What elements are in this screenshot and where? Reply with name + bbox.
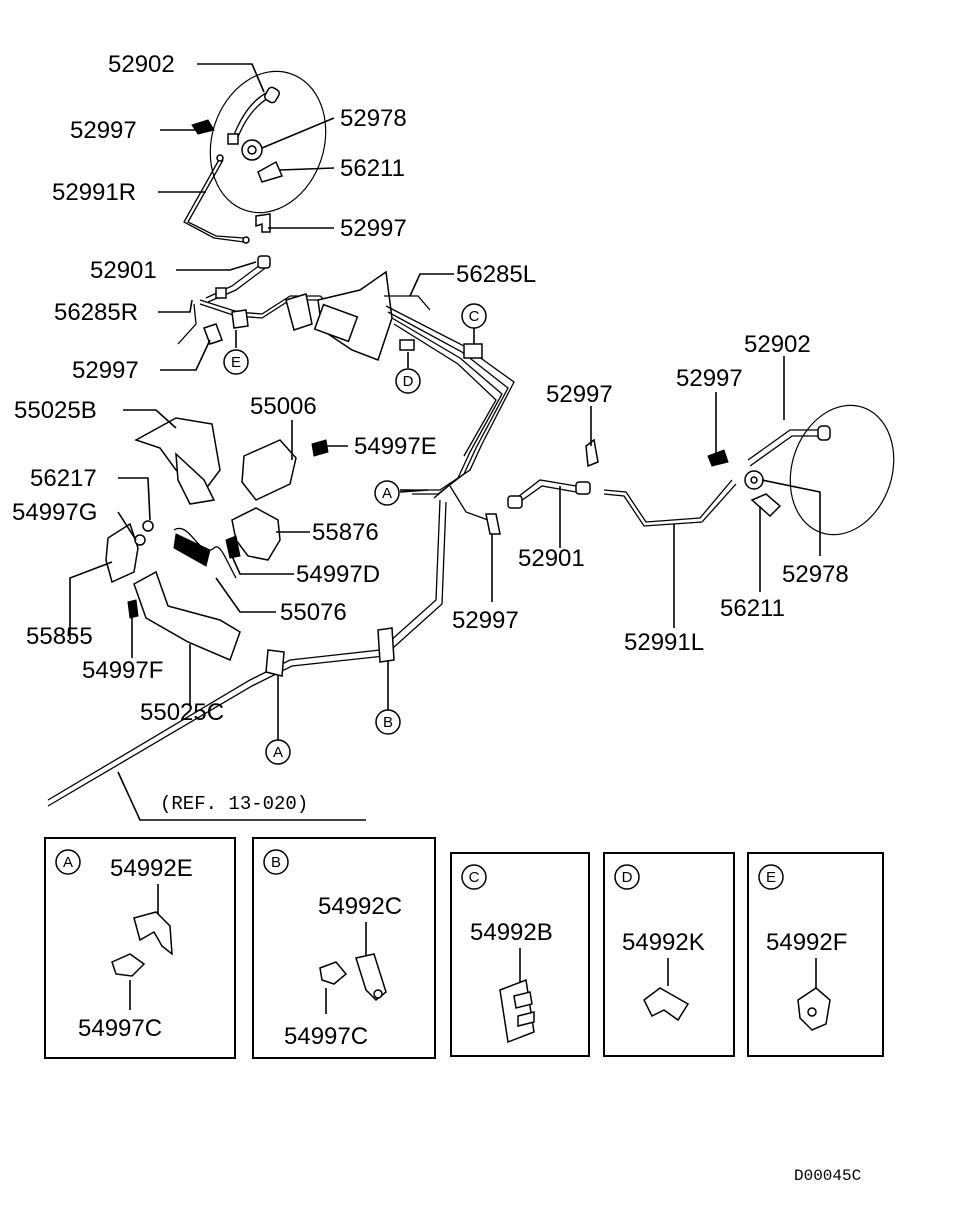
- callout-56217: 56217: [30, 465, 97, 492]
- upper-left-clip-52997: [585, 438, 599, 468]
- right-brake-disc-outline: [209, 70, 327, 214]
- pedal-plate-55025C: [133, 570, 241, 662]
- bolt-54997E: [311, 439, 329, 457]
- callout-56285R: 56285R: [54, 299, 138, 326]
- callout-52991L: 52991L: [624, 629, 704, 656]
- clip-e-part: [231, 309, 249, 329]
- detail-panel-c: C 54992B: [450, 852, 590, 1057]
- callout-56211-left: 56211: [720, 595, 785, 622]
- reference-note: (REF. 13-020): [160, 793, 308, 815]
- callout-55076: 55076: [280, 599, 347, 626]
- detail-panel-a: A 54992E 54997C: [44, 837, 236, 1059]
- left-clip-52997: [707, 449, 729, 467]
- callout-52991R: 52991R: [52, 179, 136, 206]
- pedal-bracket-55006: [241, 439, 297, 501]
- callout-52997-left: 52997: [676, 365, 743, 392]
- detail-a-bolt: 54997C: [78, 1015, 162, 1042]
- callout-52997-left-top: 52997: [546, 381, 613, 408]
- mid-right-clip: [255, 213, 271, 233]
- callout-52997-mid: 52997: [340, 215, 407, 242]
- callout-52997-lower: 52997: [452, 607, 519, 634]
- detail-a-clamp: 54992E: [110, 855, 193, 882]
- svg-text:C: C: [469, 308, 480, 325]
- callout-54997D: 54997D: [296, 561, 380, 588]
- marker-d: D: [395, 352, 421, 394]
- left-rear-brake-line: [603, 479, 733, 523]
- callout-54997F: 54997F: [82, 657, 163, 684]
- upper-right-clip: [191, 119, 215, 135]
- svg-text:B: B: [271, 854, 281, 871]
- detail-d-clip: 54992K: [622, 929, 705, 956]
- nut-56217: [142, 520, 154, 532]
- detail-e-clip: 54992F: [766, 929, 847, 956]
- callout-52997-upper: 52997: [70, 117, 137, 144]
- bolt-54997D: [225, 535, 241, 559]
- callout-55006: 55006: [250, 393, 317, 420]
- callout-55025C: 55025C: [140, 699, 224, 726]
- right-front-brake-line: [177, 303, 197, 345]
- callout-52901-left: 52901: [518, 545, 585, 572]
- svg-text:D: D: [403, 373, 414, 390]
- bracket-55855: [105, 522, 139, 584]
- callout-52978-left: 52978: [782, 561, 849, 588]
- callout-52978-upper: 52978: [340, 105, 407, 132]
- clip-c-part: [463, 343, 483, 359]
- right-caliper-bracket: [257, 160, 284, 183]
- svg-text:E: E: [231, 354, 241, 371]
- pedal-55876: [231, 507, 281, 561]
- callout-54997E: 54997E: [354, 433, 437, 460]
- bolt-54997F: [127, 599, 139, 619]
- marker-a-lower: A: [265, 676, 291, 765]
- svg-text:A: A: [63, 854, 73, 871]
- nut-54997G: [134, 534, 146, 546]
- drawing-artwork: [47, 70, 895, 807]
- detail-b-bolt: 54997C: [284, 1023, 368, 1050]
- svg-text:D: D: [622, 869, 633, 886]
- rear-brake-line: [47, 499, 441, 801]
- right-rear-brake-line: [183, 157, 245, 243]
- svg-text:A: A: [382, 485, 392, 502]
- marker-a-upper: A: [374, 480, 429, 506]
- main-brake-line-bundle: [384, 295, 431, 311]
- marker-b: B: [375, 660, 401, 735]
- callout-55855: 55855: [26, 623, 93, 650]
- detail-panel-b: B 54992C 54997C: [252, 837, 436, 1059]
- callout-52901-upper: 52901: [90, 257, 157, 284]
- marker-e: E: [223, 330, 249, 375]
- callout-55025B: 55025B: [14, 397, 97, 424]
- left-brake-disc-outline: [789, 404, 895, 536]
- callout-52902-left: 52902: [744, 331, 811, 358]
- callout-52902-upper: 52902: [108, 51, 175, 78]
- svg-text:C: C: [469, 869, 480, 886]
- svg-text:A: A: [273, 744, 283, 761]
- part-callouts: 52902 52997 52978 56211 52991R 52997 529…: [12, 51, 849, 726]
- lower-clip-52997: [485, 513, 501, 535]
- left-front-hose: [513, 479, 577, 501]
- detail-b-clamp: 54992C: [318, 893, 402, 920]
- left-brake-hose: [747, 429, 822, 461]
- detail-panel-e: E 54992F: [747, 852, 884, 1057]
- right-front-hose: [205, 261, 265, 299]
- detail-panel-d: D 54992K: [603, 852, 735, 1057]
- callout-54997G: 54997G: [12, 499, 97, 526]
- spring-55076: [173, 527, 237, 579]
- clip-d-part: [399, 339, 415, 351]
- svg-text:B: B: [383, 714, 393, 731]
- leader-lines: [69, 63, 821, 821]
- drawing-code: D00045C: [794, 1167, 861, 1185]
- callout-52997-e: 52997: [72, 357, 139, 384]
- callout-56211-upper: 56211: [340, 155, 405, 182]
- callout-56285L: 56285L: [456, 261, 536, 288]
- marker-c: C: [461, 303, 487, 344]
- detail-c-clip: 54992B: [470, 919, 553, 946]
- svg-text:E: E: [766, 869, 776, 886]
- callout-55876: 55876: [312, 519, 379, 546]
- left-caliper-bracket: [750, 493, 782, 518]
